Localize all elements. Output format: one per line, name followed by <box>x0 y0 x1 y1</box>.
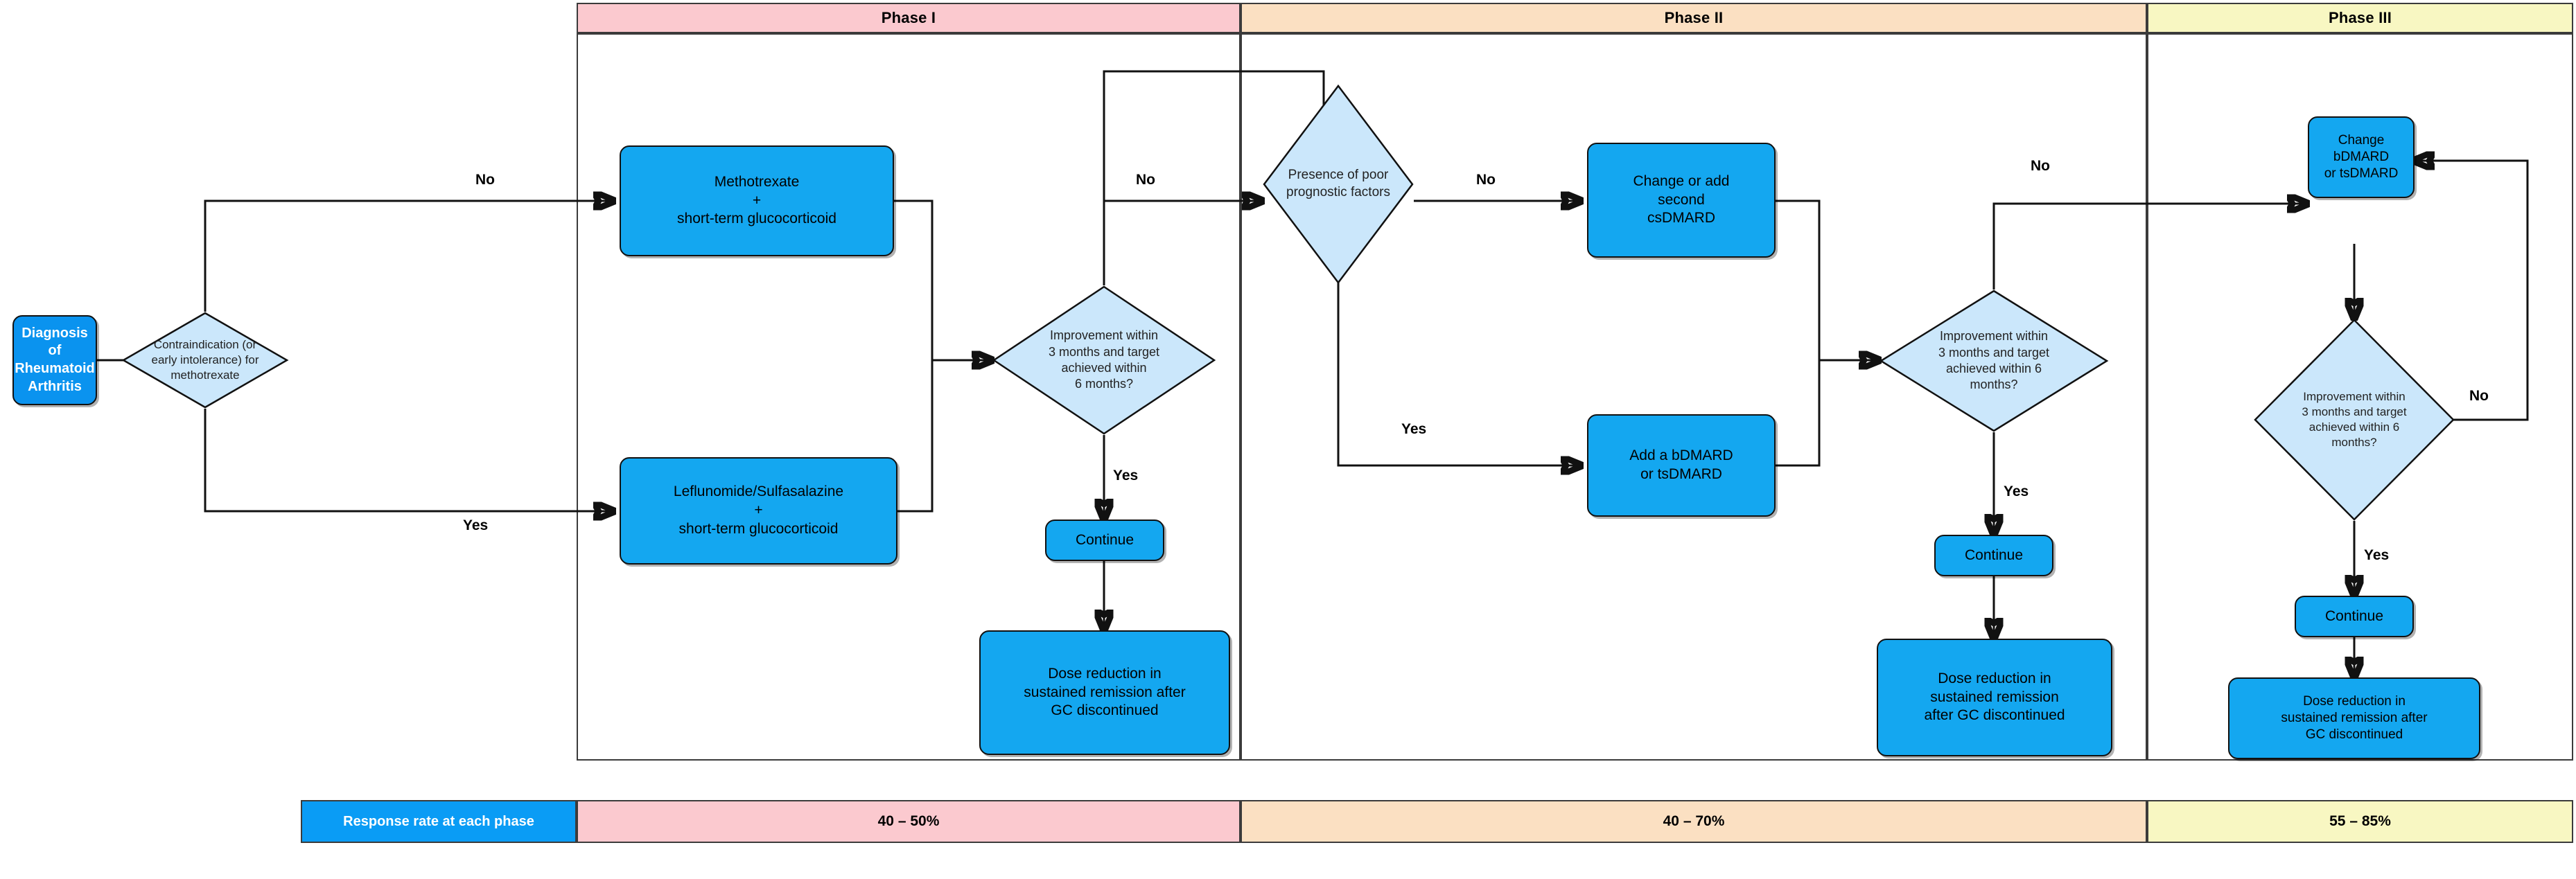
node-diagnosis-of-rheumatoid-arthritis[interactable]: Diagnosis of Rheumatoid Arthritis <box>12 315 97 405</box>
edge-label-poor-no: No <box>1476 172 1496 188</box>
node-continue-phase-3[interactable]: Continue <box>2295 596 2414 637</box>
decision-improvement-phase-2[interactable]: Improvement within 3 months and target a… <box>1879 290 2109 432</box>
response-rate-phase-2: 40 – 70% <box>1241 800 2147 843</box>
response-rate-value: 40 – 70% <box>1663 813 1725 829</box>
node-label: Change or add second csDMARD <box>1633 172 1730 227</box>
response-rate-phase-1: 40 – 50% <box>577 800 1241 843</box>
node-dose-reduction-phase-2[interactable]: Dose reduction in sustained remission af… <box>1877 639 2112 756</box>
diamond-shape <box>2254 319 2455 521</box>
phase-column-2 <box>1241 33 2147 761</box>
response-rate-label-text: Response rate at each phase <box>343 813 534 829</box>
response-rate-value: 40 – 50% <box>877 813 940 829</box>
phase-header-3: Phase III <box>2147 3 2573 33</box>
response-rate-value: 55 – 85% <box>2329 813 2391 829</box>
edge-label-improve2-yes: Yes <box>2004 483 2029 499</box>
diamond-shape <box>1263 84 1414 285</box>
phase-header-2: Phase II <box>1241 3 2147 33</box>
node-add-a-bdmard-or-tsdmard[interactable]: Add a bDMARD or tsDMARD <box>1587 414 1776 517</box>
node-label: Add a bDMARD or tsDMARD <box>1629 447 1733 482</box>
edge-label-improve2-no: No <box>2031 158 2050 174</box>
node-dose-reduction-phase-3[interactable]: Dose reduction in sustained remission af… <box>2228 677 2480 759</box>
diamond-shape <box>1879 290 2109 432</box>
node-methotrexate-plus-glucocorticoid[interactable]: Methotrexate + short-term glucocorticoid <box>620 145 894 256</box>
node-dose-reduction-phase-1[interactable]: Dose reduction in sustained remission af… <box>979 630 1230 755</box>
node-label: Dose reduction in sustained remission af… <box>1024 665 1186 719</box>
edge-label-improve3-no: No <box>2469 388 2489 404</box>
node-continue-phase-1[interactable]: Continue <box>1045 520 1164 561</box>
node-label: Continue <box>1964 547 2024 563</box>
node-label: Dose reduction in sustained remission af… <box>1924 670 2065 724</box>
edge-label-improve1-yes: Yes <box>1113 468 1139 483</box>
node-continue-phase-2[interactable]: Continue <box>1934 535 2053 576</box>
phase-column-1 <box>577 33 1241 761</box>
decision-presence-of-poor-prognostic-factors[interactable]: Presence of poor prognostic factors <box>1263 84 1414 285</box>
node-change-bdmard-or-tsdmard[interactable]: Change bDMARD or tsDMARD <box>2308 116 2415 198</box>
response-rate-row-label: Response rate at each phase <box>301 800 577 843</box>
phase-header-1: Phase I <box>577 3 1241 33</box>
node-label: Continue <box>1075 531 1134 548</box>
node-label: Leflunomide/Sulfasalazine + short-term g… <box>673 483 844 537</box>
node-label: Change bDMARD or tsDMARD <box>2324 132 2399 181</box>
decision-improvement-phase-1[interactable]: Improvement within 3 months and target a… <box>992 285 1216 435</box>
edge-label-improve1-no: No <box>1136 172 1155 188</box>
node-label: Continue <box>2324 607 2384 624</box>
wire-contraindication-no <box>204 201 614 312</box>
node-leflunomide-sulfasalazine-plus-glucocorticoid[interactable]: Leflunomide/Sulfasalazine + short-term g… <box>620 457 897 565</box>
wire-contraindication-yes <box>204 409 614 511</box>
edge-label-poor-yes: Yes <box>1401 421 1427 437</box>
node-label: Diagnosis of Rheumatoid Arthritis <box>15 325 95 394</box>
phase-header-3-label: Phase III <box>2328 9 2392 26</box>
response-rate-phase-3: 55 – 85% <box>2147 800 2573 843</box>
phase-column-3 <box>2147 33 2573 761</box>
phase-header-2-label: Phase II <box>1664 9 1724 26</box>
node-label: Methotrexate + short-term glucocorticoid <box>677 173 836 227</box>
diamond-shape <box>121 312 289 409</box>
phase-header-1-label: Phase I <box>881 9 936 26</box>
edge-label-contraindication-yes: Yes <box>463 517 489 533</box>
diamond-shape <box>992 285 1216 435</box>
node-change-or-add-second-csdmard[interactable]: Change or add second csDMARD <box>1587 143 1776 258</box>
decision-improvement-phase-3[interactable]: Improvement within 3 months and target a… <box>2254 319 2455 521</box>
node-label: Dose reduction in sustained remission af… <box>2281 693 2428 743</box>
decision-contraindication-for-methotrexate[interactable]: Contraindication (or early intolerance) … <box>121 312 289 409</box>
edge-label-contraindication-no: No <box>475 172 495 188</box>
edge-label-improve3-yes: Yes <box>2364 547 2390 563</box>
